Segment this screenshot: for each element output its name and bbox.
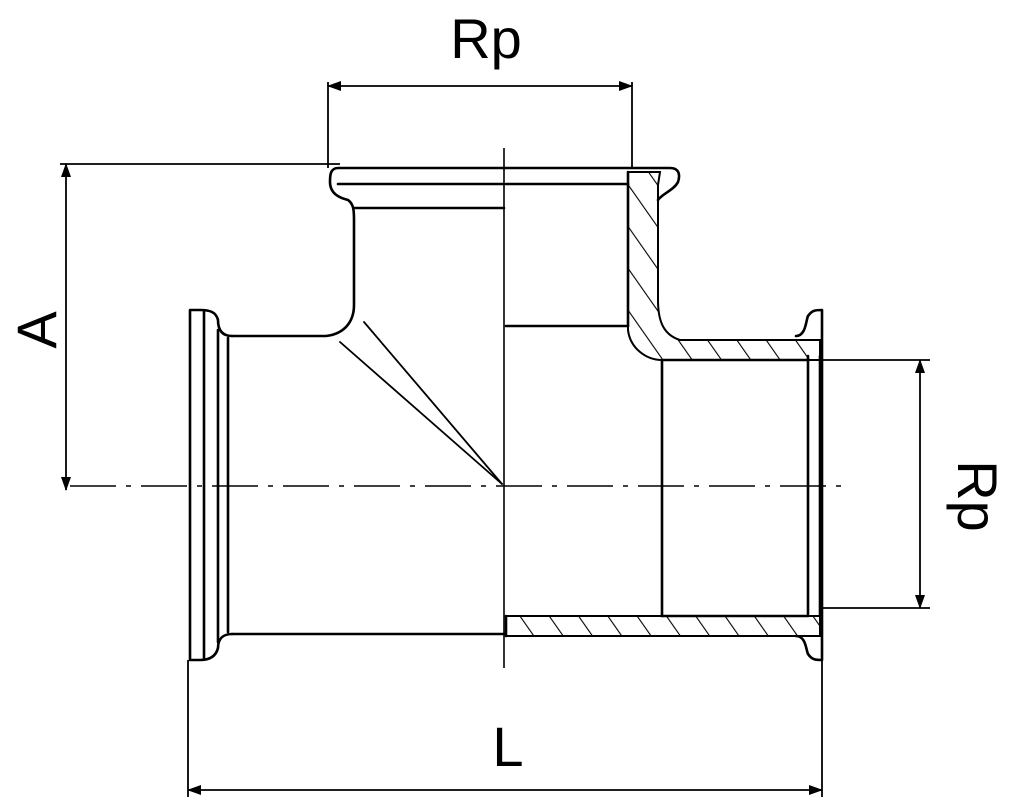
dimensions: [60, 81, 930, 797]
top-rp-label: Rp: [450, 7, 522, 70]
top-branch-right: [502, 166, 681, 202]
bottom-run-hatch: [505, 615, 821, 637]
right-flange: [794, 308, 824, 662]
hatched-walls: [505, 171, 821, 637]
left-flange: [188, 308, 234, 662]
l-label: L: [492, 715, 523, 778]
centerlines: [70, 148, 850, 668]
top-branch-hatch: [627, 171, 821, 361]
fitting-outline: [188, 166, 824, 662]
top-branch-left: [230, 166, 506, 338]
a-label: A: [5, 311, 68, 349]
side-rp-label: Rp: [946, 460, 1009, 532]
